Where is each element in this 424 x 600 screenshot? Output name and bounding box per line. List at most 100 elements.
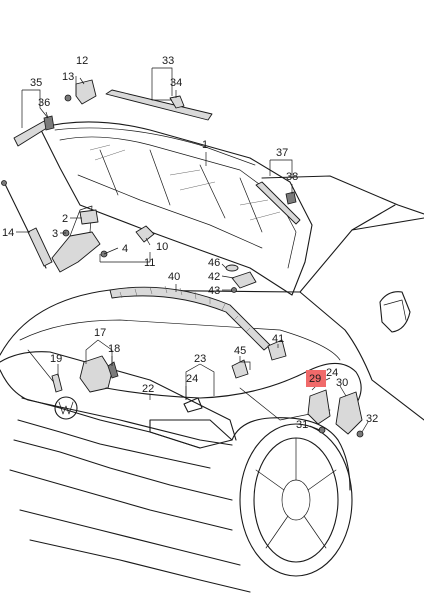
hood-outline [39,121,313,296]
leader-10 [145,237,151,246]
grille-bar-2 [17,419,211,469]
clip-34 [169,95,185,109]
badge-logo [54,396,78,420]
part-10 [135,225,155,243]
label-2: 2 [62,213,68,225]
cable-clip-23 [183,397,203,413]
label-22: 22 [142,383,154,395]
hood-front-edge [0,351,237,441]
badge-logo-mark [58,401,74,415]
fender-top [299,291,424,421]
bumper-bottom [29,539,251,593]
label-13: 13 [62,71,74,83]
bumper-line-1 [13,439,233,501]
label-36: 36 [38,97,50,109]
bolt-19 [51,373,63,393]
label-18: 18 [108,343,120,355]
label-46: 46 [208,257,220,269]
hood-inner-frame [59,136,297,269]
clip-36 [43,115,55,131]
label-40: 40 [168,271,180,283]
grille-bar-1 [21,397,201,449]
leader-12 [79,77,85,85]
leader-33 [151,67,173,101]
label-31: 31 [296,419,308,431]
leader-42 [221,275,235,279]
leader-32 [361,421,369,433]
label-10: 10 [156,241,168,253]
bumper-lower [19,509,241,566]
hood-hatching [89,144,281,221]
leader-lines [16,67,369,433]
highlight-box-29 [306,370,326,387]
bolt-13 [64,94,72,102]
headlight [149,419,233,449]
clip-38 [285,191,297,205]
label-12: 12 [76,55,88,67]
a-pillar [299,204,396,293]
side-seal [13,115,55,147]
label-23: 23 [194,353,206,365]
lock-17 [79,355,113,393]
leader-35 [21,89,49,128]
seal-strip-33 [105,89,213,121]
upper-seal [105,89,213,121]
label-30: 30 [336,377,348,389]
bracket-12-body [75,79,97,105]
seal-37 [255,181,301,225]
wheel-tyre [239,423,353,577]
label-35: 35 [30,77,42,89]
leader-46 [221,263,227,269]
label-24a: 24 [186,373,198,385]
roof-edge [351,217,424,231]
label-34: 34 [170,77,182,89]
label-45: 45 [234,345,246,357]
label-17: 17 [94,327,106,339]
part-41 [267,339,287,361]
wheel-spokes [255,437,337,549]
label-43: 43 [208,285,220,297]
bracket-12 [64,79,97,105]
bumper-line-2 [9,469,233,531]
cable-22 [105,362,362,411]
leader-45 [239,356,251,370]
label-29: 29 [309,373,321,385]
label-41: 41 [272,333,284,345]
leader-4 [103,247,119,255]
part-2 [79,209,99,225]
bracket-30 [335,391,363,435]
seal-40 [109,286,271,351]
leader-36 [45,111,49,119]
grille-top [0,369,233,446]
right-seal [255,181,301,225]
hinge-body [51,231,101,273]
label-33: 33 [162,55,174,67]
leader-30 [339,385,347,397]
label-11: 11 [144,257,155,269]
gas-strut [1,180,53,269]
seal-40-hatching [119,285,251,333]
engine-bay-inner [19,319,341,361]
label-3: 3 [52,228,58,240]
label-37: 37 [276,147,288,159]
bolt-31 [318,426,326,434]
hood-seal-edge [54,127,256,166]
label-4: 4 [122,243,128,255]
label-42: 42 [208,271,220,283]
side-mirror [379,291,411,333]
part-46 [225,264,239,272]
wheel-hub [281,479,311,521]
label-19: 19 [50,353,62,365]
release-handle [307,389,364,438]
callout-labels: 1 2 3 4 10 11 12 13 14 17 18 19 22 23 24… [2,55,378,431]
leader-31 [309,425,321,431]
car-body [0,175,424,593]
label-32: 32 [366,413,378,425]
windshield-top-line [261,175,424,215]
bolt-32 [356,430,364,438]
release-cable [105,339,362,413]
label-24b: 24 [326,367,338,379]
label-14: 14 [2,227,14,239]
mirror-detail [383,299,407,321]
